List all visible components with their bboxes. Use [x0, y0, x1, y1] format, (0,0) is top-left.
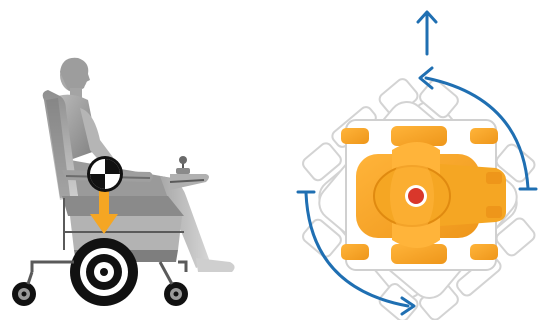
top-view-wheels [341, 126, 498, 264]
forward-arrow-icon [416, 10, 438, 56]
seat-base [62, 196, 184, 216]
pivot-point-icon [405, 185, 427, 207]
downward-force-arrow-icon [90, 188, 118, 234]
drive-wheel [70, 238, 138, 306]
wheelchair-top-view-icon [296, 10, 538, 320]
joystick-icon [169, 156, 209, 190]
rotation-arrows-icon [296, 66, 538, 316]
rear-caster-wheel [12, 260, 74, 306]
rotation-arrow-upper [424, 76, 530, 190]
front-caster-wheel [158, 260, 188, 306]
wheelchair-side-view-icon [12, 57, 235, 306]
rotation-arrow-lower [304, 191, 410, 308]
center-of-gravity-icon [87, 156, 123, 192]
